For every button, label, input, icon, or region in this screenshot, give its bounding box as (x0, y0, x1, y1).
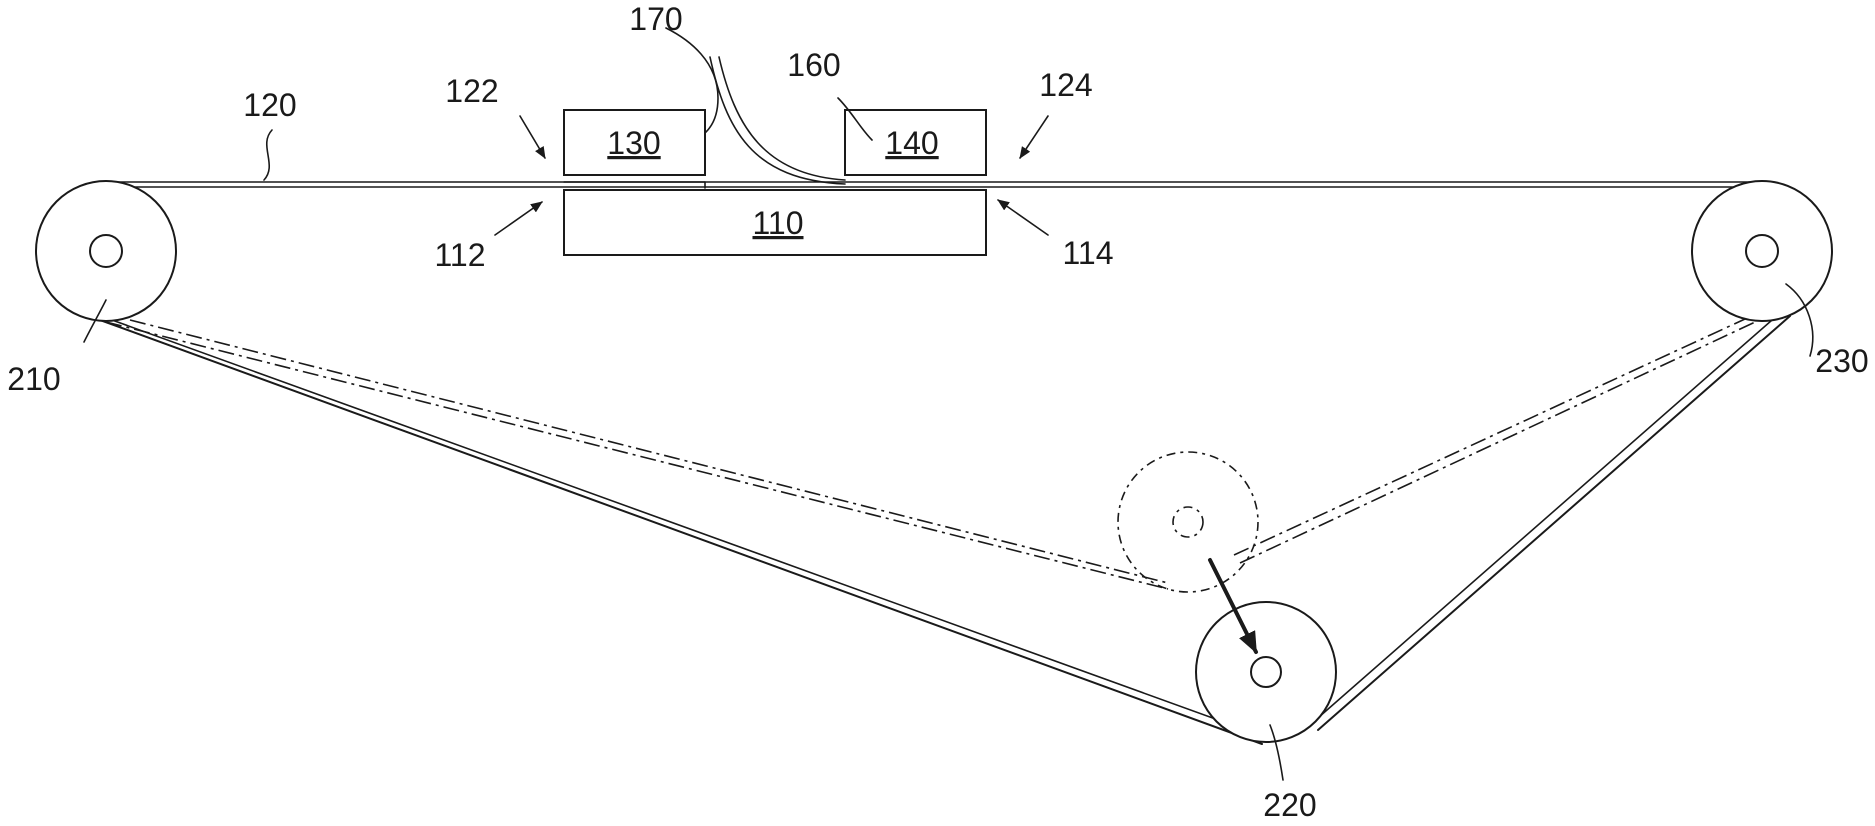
label-roller-left: 210 (7, 361, 60, 397)
label-belt: 120 (243, 87, 296, 123)
label-roller-bottom: 220 (1263, 787, 1316, 823)
label-belt-outlet: 124 (1039, 67, 1092, 103)
label-platen: 110 (752, 205, 803, 241)
label-film: 160 (787, 47, 840, 83)
label-platen-inlet: 112 (434, 237, 485, 273)
roller-bottom (1196, 602, 1336, 742)
label-upper-plate-right: 140 (885, 125, 938, 161)
label-platen-outlet: 114 (1062, 235, 1113, 271)
label-belt-inlet: 122 (445, 73, 498, 109)
label-roller-right: 230 (1815, 343, 1868, 379)
label-upper-plate-left: 130 (607, 125, 660, 161)
roller-bottom-alternate (1118, 452, 1258, 592)
belt-top-run (106, 182, 1762, 187)
roller-right (1692, 181, 1832, 321)
belt-lower-run-solid (100, 313, 1790, 744)
belt-lower-run-alternate (106, 313, 1768, 589)
label-gap: 170 (629, 1, 682, 37)
